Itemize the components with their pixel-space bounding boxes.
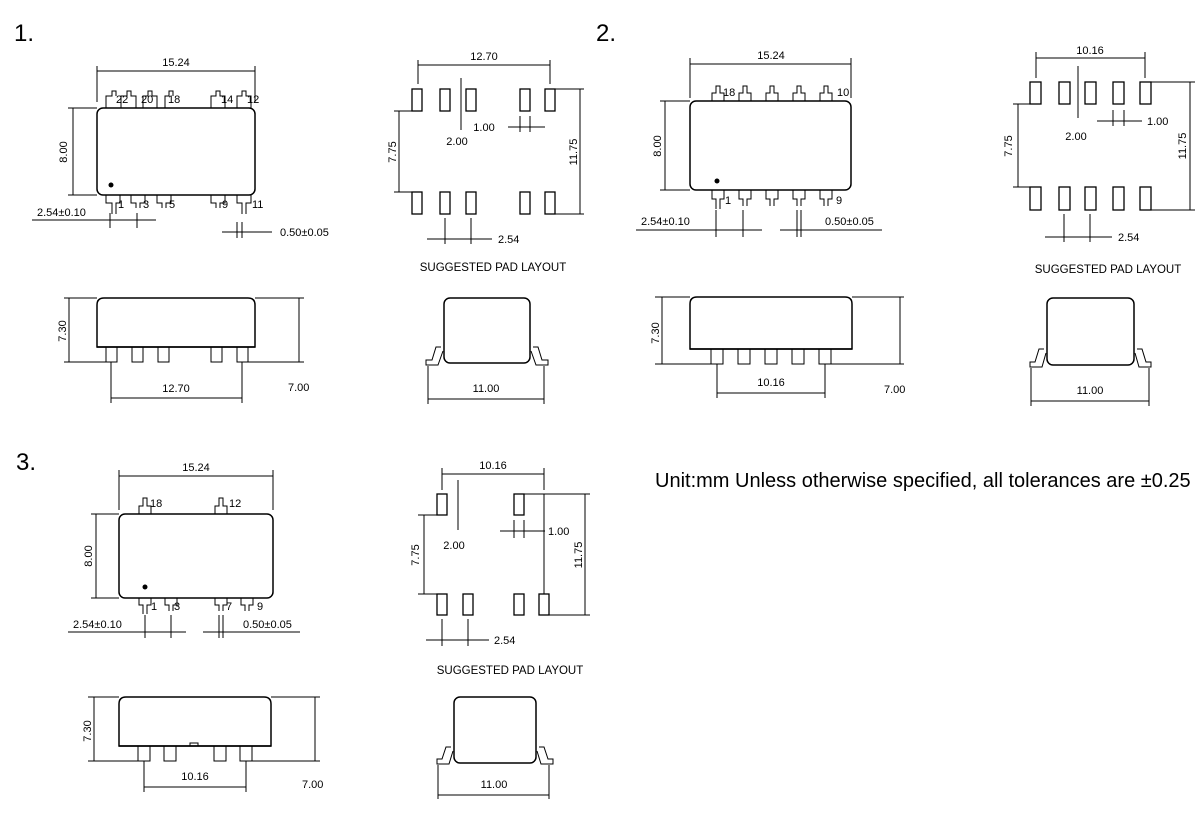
- section-1-pad-span-label: 12.70: [470, 51, 498, 63]
- pin-label: 10: [837, 87, 849, 99]
- section-1-pad-pitch-label: 2.54: [498, 234, 519, 246]
- section-1-pin-width-label: 0.50±0.05: [280, 227, 329, 239]
- section-1-pitch-label: 2.54±0.10: [37, 207, 86, 219]
- pin-label: 1: [725, 195, 731, 207]
- section-2-height-label: 8.00: [652, 135, 664, 156]
- section-3-top-view: 15.24 8.00 18 12 1 3 7 9 2.54±0.10 0.50±…: [68, 462, 300, 638]
- section-3-pad-length-label: 2.00: [443, 540, 464, 552]
- section-2-side-height-label: 7.30: [650, 322, 662, 343]
- section-3-width-label: 15.24: [182, 462, 210, 474]
- section-1-lead-span-label: 12.70: [162, 383, 190, 395]
- section-2-pad-width-label: 1.00: [1147, 116, 1168, 128]
- section-2: 2. 15.24 8.00 18 10 1 9 2.54±0.10: [596, 20, 1195, 406]
- pin1-marker: [142, 584, 148, 590]
- pin-label: 18: [150, 498, 162, 510]
- pin-label: 3: [174, 601, 180, 613]
- pin-label: 18: [723, 87, 735, 99]
- section-3-end-width-label: 11.00: [481, 779, 508, 791]
- pin-label: 22: [116, 94, 128, 106]
- units-note: Unit:mm Unless otherwise specified, all …: [655, 470, 1191, 492]
- pin-label: 1: [118, 199, 124, 211]
- section-1-top-view: 15.24 8.00 22 20 18 14 12 1 3 5 9 11 2.5…: [32, 57, 329, 239]
- section-2-width-label: 15.24: [757, 50, 785, 62]
- section-1-pad-inner-label: 7.75: [387, 141, 399, 162]
- section-2-number: 2.: [596, 20, 616, 47]
- pin-label: 5: [169, 199, 175, 211]
- pin1-marker: [108, 182, 114, 188]
- section-2-end-view: 11.00: [1029, 297, 1152, 406]
- pin-label: 11: [252, 199, 263, 211]
- section-3-end-view: 11.00: [436, 696, 554, 799]
- pin-label: 9: [836, 195, 842, 207]
- pin-label: 12: [229, 498, 241, 510]
- section-2-end-width-label: 11.00: [1077, 385, 1104, 397]
- pin-label: 14: [221, 94, 233, 106]
- section-2-package-body: [689, 100, 852, 191]
- pin-label: 20: [141, 94, 153, 106]
- section-1-end-width-label: 11.00: [473, 383, 500, 395]
- section-3-pad-outer-label: 11.75: [573, 542, 585, 569]
- section-1-number: 1.: [14, 20, 34, 47]
- section-2-pad-span-label: 10.16: [1076, 45, 1104, 57]
- section-2-pad-pitch-label: 2.54: [1118, 232, 1139, 244]
- section-2-lead-span-label: 10.16: [757, 377, 785, 389]
- section-2-seated-height-label: 7.00: [884, 384, 905, 396]
- pin-label: 12: [247, 94, 259, 106]
- section-3-side-height-label: 7.30: [82, 720, 94, 741]
- section-1-pad-width-label: 1.00: [473, 122, 494, 134]
- section-1-pad-layout: 12.70 7.75 11.75 2.00 1.00: [387, 51, 584, 274]
- section-2-pin-width-label: 0.50±0.05: [825, 216, 874, 228]
- section-3-pad-width-label: 1.00: [548, 526, 569, 538]
- section-2-pad-layout: 10.16 7.75 11.75 2.00 1.00: [1003, 45, 1195, 276]
- section-3-seated-height-label: 7.00: [302, 779, 323, 791]
- section-1-side-view: 7.30 7.00 12.70: [57, 297, 309, 403]
- section-2-pad-caption: SUGGESTED PAD LAYOUT: [1035, 264, 1182, 276]
- section-1: 1. 15.24 8.00 22 20 18 14 12 1 3 5 9 11: [14, 20, 584, 404]
- section-3-pad-inner-label: 7.75: [410, 544, 422, 565]
- section-3-pitch-label: 2.54±0.10: [73, 619, 122, 631]
- section-3-pad-pitch-label: 2.54: [494, 635, 515, 647]
- pin-label: 7: [226, 601, 232, 613]
- section-3-number: 3.: [16, 449, 36, 476]
- section-1-pad-caption: SUGGESTED PAD LAYOUT: [420, 262, 567, 274]
- section-2-pitch-label: 2.54±0.10: [641, 216, 690, 228]
- section-1-pad-outer-label: 11.75: [568, 139, 580, 166]
- section-1-height-label: 8.00: [58, 141, 70, 162]
- pin-label: 3: [143, 199, 149, 211]
- section-3-lead-span-label: 10.16: [181, 771, 209, 783]
- section-3-pad-caption: SUGGESTED PAD LAYOUT: [437, 665, 584, 677]
- section-1-end-view: 11.00: [425, 297, 549, 404]
- section-1-package-body: [96, 107, 256, 196]
- pin1-marker: [714, 178, 720, 184]
- pin-label: 9: [257, 601, 263, 613]
- section-3-pad-layout: 10.16 7.75 11.75 2.00 1.00 2.5: [410, 460, 590, 677]
- pin-label: 9: [222, 199, 228, 211]
- section-2-pad-inner-label: 7.75: [1003, 135, 1015, 156]
- section-3-side-view: 7.30 7.00 10.16: [82, 696, 323, 792]
- section-1-width-label: 15.24: [162, 57, 190, 69]
- section-3-pin-width-label: 0.50±0.05: [243, 619, 292, 631]
- section-2-pad-outer-label: 11.75: [1177, 133, 1189, 160]
- section-3: 3. 15.24 8.00 18 12 1 3 7 9 2.54±0.10: [16, 449, 590, 799]
- pin-label: 1: [151, 601, 157, 613]
- pin-label: 18: [168, 94, 180, 106]
- section-3-package-body: [118, 513, 274, 599]
- section-3-height-label: 8.00: [83, 545, 95, 566]
- section-2-top-view: 15.24 8.00 18 10 1 9 2.54±0.10 0.50±0.05: [636, 50, 882, 237]
- section-2-pad-length-label: 2.00: [1065, 131, 1086, 143]
- section-1-side-height-label: 7.30: [57, 320, 69, 341]
- section-2-side-view: 7.30 7.00 10.16: [650, 296, 905, 398]
- section-1-seated-height-label: 7.00: [288, 382, 309, 394]
- section-3-pad-span-label: 10.16: [479, 460, 507, 472]
- section-1-pad-length-label: 2.00: [446, 136, 467, 148]
